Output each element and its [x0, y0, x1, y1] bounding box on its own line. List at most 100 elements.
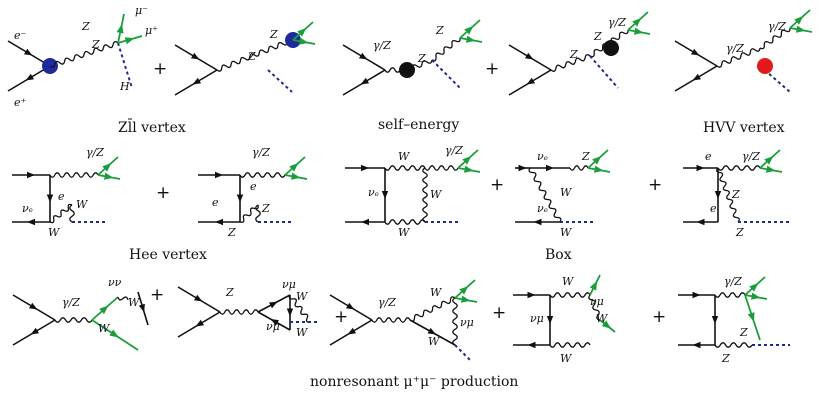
caption-nonresonant: nonresonant μ⁺μ⁻ production [310, 374, 519, 390]
boson-line [549, 342, 591, 348]
e-label: e [250, 180, 257, 193]
boson-line [219, 309, 259, 315]
boson-line [409, 296, 456, 322]
w-label: W [560, 226, 573, 239]
plus-sign: + [485, 59, 499, 79]
muon-line [459, 19, 481, 39]
higgs-line [267, 69, 293, 93]
muon-line [744, 276, 766, 296]
muon-line [117, 35, 143, 45]
muon-line [457, 149, 479, 169]
boson-line [550, 54, 591, 72]
boson-line [371, 317, 411, 323]
boson-line [54, 317, 93, 323]
muon-line [744, 292, 768, 300]
muon-line [789, 25, 813, 33]
fermion-line [329, 319, 373, 346]
boson-line [452, 297, 458, 346]
muon-line [459, 35, 483, 43]
fermion-line [257, 311, 291, 331]
w-label: W [98, 322, 111, 335]
caption-zll-vertex: Zl̄l vertex [118, 120, 186, 136]
muon-line [457, 165, 481, 173]
fermion-line [508, 69, 552, 96]
z-label: Z [417, 52, 426, 65]
z-label: Z [225, 286, 234, 299]
muon-line [454, 279, 476, 299]
gamma-z-label: γ/Z [62, 296, 80, 309]
higgs-line [431, 59, 461, 89]
muon-line [292, 37, 316, 45]
boson-line [549, 292, 591, 298]
caption-box: Box [545, 247, 572, 263]
z-label: Z [269, 28, 278, 41]
w-label: W [596, 312, 609, 325]
nu-e-label: νₑ [537, 202, 548, 215]
fermion-line [7, 40, 51, 67]
z-label: Z [261, 202, 270, 215]
mu-minus-label: μ⁻ [135, 4, 148, 17]
muon-line [97, 172, 121, 180]
nu-nu-label: νν [108, 276, 122, 289]
fermion-line [177, 311, 221, 338]
z-label: Z [247, 50, 256, 63]
gamma-z-label: γ/Z [252, 146, 270, 159]
muon-line [759, 149, 781, 169]
w-label: W [48, 226, 61, 239]
gamma-z-label: γ/Z [378, 296, 396, 309]
muon-line [116, 13, 125, 44]
w-label: W [562, 275, 575, 288]
muon-line [589, 274, 601, 296]
muon-line [284, 172, 308, 180]
fermion-line [674, 65, 718, 92]
boson-line [422, 167, 428, 223]
boson-line [589, 29, 629, 58]
boson-line [216, 38, 293, 72]
fermion-line [342, 69, 386, 96]
gamma-z-label: γ/Z [445, 144, 463, 157]
nu-mu-label: νμ [266, 320, 280, 333]
boson-line [528, 167, 562, 223]
nu-e-label: νₑ [537, 150, 548, 163]
muon-line [789, 9, 811, 29]
boson-line [239, 204, 259, 223]
boson-line [255, 204, 261, 223]
z-label: Z [569, 48, 578, 61]
z-label: Z [721, 352, 730, 365]
plus-sign: + [156, 183, 170, 203]
boson-line [288, 294, 311, 323]
z-label: Z [435, 24, 444, 37]
boson-line [49, 41, 119, 68]
w-label: W [560, 186, 573, 199]
fermion-line [12, 294, 56, 321]
higgs-line [454, 344, 471, 361]
caption-hvv-vertex: HVV vertex [703, 120, 785, 136]
mu-plus-label: μ⁺ [145, 24, 158, 37]
w-label: W [398, 226, 411, 239]
boson-line [588, 294, 601, 321]
muon-line [587, 149, 609, 169]
z-label: Z [91, 38, 100, 51]
plus-sign: + [648, 175, 662, 195]
gamma-z-label: γ/Z [726, 42, 744, 55]
plus-sign: + [150, 285, 164, 305]
muon-line [744, 294, 761, 341]
caption-self-energy: self–energy [378, 117, 460, 133]
boson-line [69, 204, 75, 223]
w-label: W [296, 326, 309, 339]
fermion-line [508, 44, 552, 71]
w-label: W [430, 188, 443, 201]
w-label: W [428, 335, 441, 348]
nu-mu-label: νμ [530, 312, 544, 325]
gamma-z-label: γ/Z [373, 39, 391, 52]
higgs-line [117, 42, 133, 89]
z-label: Z [227, 226, 236, 239]
fermion-line [177, 286, 221, 313]
gamma-z-label: γ/Z [86, 146, 104, 159]
plus-sign: + [652, 307, 666, 327]
gamma-z-label: γ/Z [768, 20, 786, 33]
higgs-line [589, 55, 619, 89]
fermion-line [174, 44, 218, 71]
w-label: W [430, 286, 443, 299]
gamma-z-label: γ/Z [608, 16, 626, 29]
